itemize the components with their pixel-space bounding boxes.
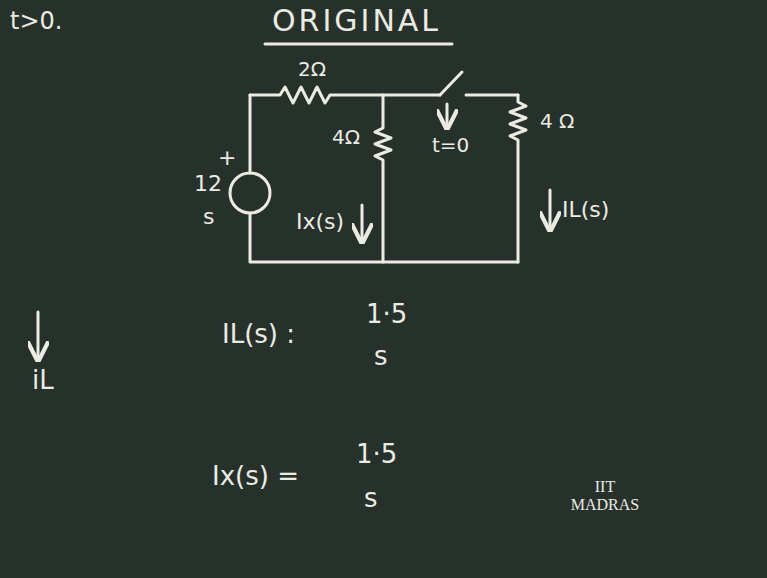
current-label: Ix(s) — [296, 210, 344, 234]
source-denominator: s — [203, 205, 214, 229]
fraction-denominator: s — [374, 342, 388, 371]
board-heading: ORIGINAL — [272, 4, 441, 37]
fraction-denominator: s — [364, 484, 378, 513]
title-underline — [265, 43, 452, 46]
current-label: iL — [32, 366, 54, 395]
current-arrow-ix — [361, 205, 364, 240]
left-wire-top — [249, 95, 252, 173]
polarity-sign: + — [218, 146, 236, 170]
fraction-numerator: 1·5 — [366, 300, 407, 329]
resistor-4-ohm-middle — [375, 95, 391, 262]
switch-arrow — [446, 104, 449, 126]
fraction-numerator: 1·5 — [356, 440, 397, 469]
equation-left: Ix(s) = — [212, 462, 299, 491]
switch-time: t=0 — [432, 134, 469, 156]
equation-left: IL(s) : — [222, 320, 295, 349]
switch-blade — [440, 72, 462, 95]
source-numerator: 12 — [194, 172, 222, 196]
resistance-value: 4 Ω — [540, 110, 574, 132]
resistor-2-ohm-wire — [250, 87, 440, 103]
time-condition: t>0. — [10, 8, 62, 34]
top-wire-right — [466, 94, 518, 97]
watermark: IIT MADRAS — [560, 478, 650, 513]
resistance-value: 4Ω — [332, 126, 360, 148]
current-arrow-il — [549, 190, 552, 228]
resistance-value: 2Ω — [298, 58, 326, 80]
current-arrow-il-left — [37, 312, 40, 358]
resistor-4-ohm-right — [510, 95, 526, 262]
current-label: IL(s) — [562, 198, 609, 222]
voltage-source-symbol — [230, 173, 270, 213]
